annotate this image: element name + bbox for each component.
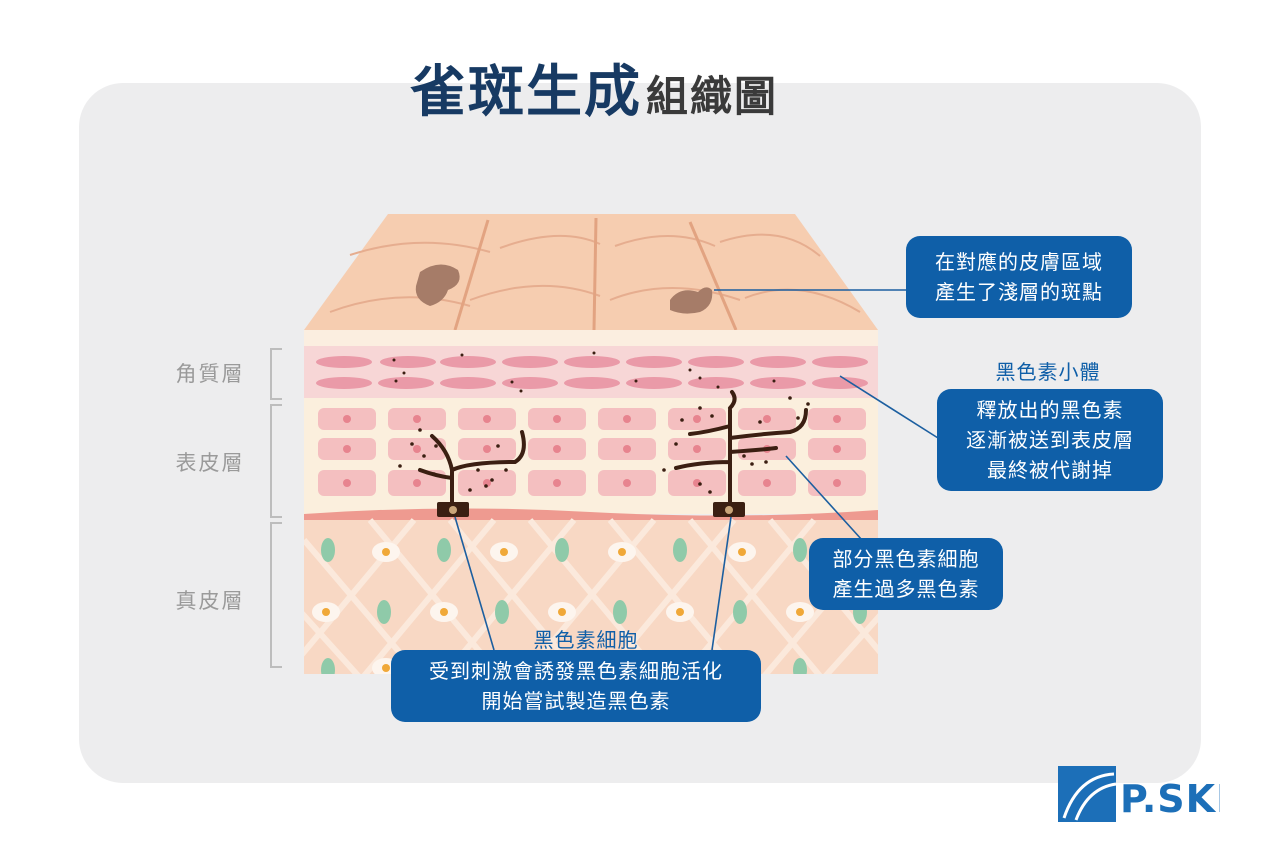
stratum-corneum-layer (304, 346, 878, 398)
pskin-logo: P.SKIN (1058, 766, 1263, 822)
page-title: 雀斑生成 組織圖 (410, 48, 778, 128)
callout-melanosome-line2: 逐漸被送到表皮層 (966, 428, 1134, 452)
bracket-dermis (270, 522, 282, 668)
melanocyte-left (398, 428, 526, 517)
callout-melanosome-line1: 釋放出的黑色素 (976, 398, 1124, 422)
title-sub: 組織圖 (646, 72, 779, 121)
callout-overproduce-line1: 部分黑色素細胞 (832, 547, 980, 571)
freckle-spot-left (415, 264, 460, 306)
leader-lines (454, 289, 939, 651)
logo-text: P.SKIN (1120, 777, 1220, 821)
callout-spot-line2: 產生了淺層的斑點 (935, 280, 1103, 304)
callout-spot-line1: 在對應的皮膚區域 (935, 250, 1103, 274)
callout-melanosome-line3: 最終被代謝掉 (987, 458, 1113, 482)
melanocyte-right (662, 390, 810, 517)
title-main: 雀斑生成 (410, 60, 642, 125)
callout-melanocyte-line1: 受到刺激會誘發黑色素細胞活化 (429, 659, 723, 683)
pskin-logo-mark: P.SKIN (1058, 766, 1263, 822)
bracket-epidermis (270, 404, 282, 518)
bracket-stratum-corneum (270, 348, 282, 400)
callout-overproduce: 部分黑色素細胞 產生過多黑色素 (809, 538, 1003, 610)
callout-spot: 在對應的皮膚區域 產生了淺層的斑點 (906, 236, 1132, 318)
callout-overproduce-line2: 產生過多黑色素 (832, 577, 980, 601)
epidermis-layer (304, 398, 878, 532)
callout-melanocyte-line2: 開始嘗試製造黑色素 (481, 689, 671, 713)
freckle-spot-right (670, 287, 713, 314)
skin-surface (304, 214, 878, 346)
label-stratum-corneum: 角質層 (175, 362, 245, 386)
caption-melanosome: 黑色素小體 (995, 360, 1101, 384)
label-dermis: 真皮層 (175, 589, 245, 613)
label-epidermis: 表皮層 (175, 451, 245, 475)
callout-melanosome: 釋放出的黑色素 逐漸被送到表皮層 最終被代謝掉 (937, 389, 1163, 491)
caption-melanocyte: 黑色素細胞 (533, 628, 639, 652)
callout-melanocyte: 受到刺激會誘發黑色素細胞活化 開始嘗試製造黑色素 (391, 650, 761, 722)
